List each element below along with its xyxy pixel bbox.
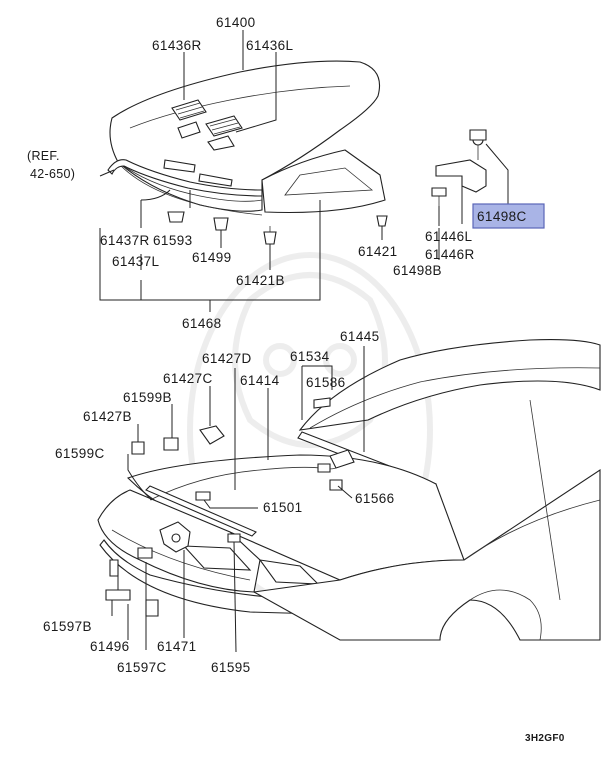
hood-hinge [435,129,487,193]
clip-61421b [263,226,277,245]
label-61414: 61414 [240,373,280,388]
label-61599c: 61599C [55,446,105,461]
label-61436l: 61436L [246,38,294,53]
clip-61593 [167,211,185,223]
label-61421: 61421 [358,244,398,259]
hood-panel [109,60,386,216]
label-61496: 61496 [90,639,130,654]
label-61427d: 61427D [202,351,252,366]
label-61498c: 61498C [477,209,527,224]
label-61421b: 61421B [236,273,285,288]
hood-seal [107,159,263,197]
hood-vent-right [171,99,207,139]
bolt-61498b [431,187,447,206]
hood-release-cable [149,463,337,501]
label-61599b: 61599B [123,390,172,405]
label-61427c: 61427C [163,371,213,386]
label-61468: 61468 [182,316,222,331]
label-61437l: 61437L [112,254,160,269]
label-ref-line1: (REF. [27,149,60,163]
label-61499: 61499 [192,250,232,265]
label-61597b: 61597B [43,619,92,634]
leader-lines-lower [111,346,365,653]
highlight-box-61498c [472,203,545,229]
label-61445: 61445 [340,329,380,344]
label-61597c: 61597C [117,660,167,675]
label-61566: 61566 [355,491,395,506]
label-61471: 61471 [157,639,197,654]
label-61593: 61593 [153,233,193,248]
figure-code: 3H2GF0 [525,733,565,744]
lower-fasteners [105,425,241,617]
clip-61421 [376,215,388,227]
hood-support-rod [145,485,257,537]
clip-61499 [213,217,229,231]
label-61446r: 61446R [425,247,475,262]
hood-lock [159,521,191,553]
label-61427b: 61427B [83,409,132,424]
label-61436r: 61436R [152,38,202,53]
label-61534: 61534 [290,349,330,364]
label-61446l: 61446L [425,229,473,244]
label-61498b: 61498B [393,263,442,278]
hood-vent-left [205,115,243,151]
label-61595: 61595 [211,660,251,675]
label-61437r: 61437R [100,233,150,248]
label-ref-line2: 42-650) [30,167,75,181]
label-61586: 61586 [306,375,346,390]
car-body [97,339,601,641]
leader-lines-upper [99,30,509,312]
label-61400: 61400 [216,15,256,30]
label-61501: 61501 [263,500,303,515]
